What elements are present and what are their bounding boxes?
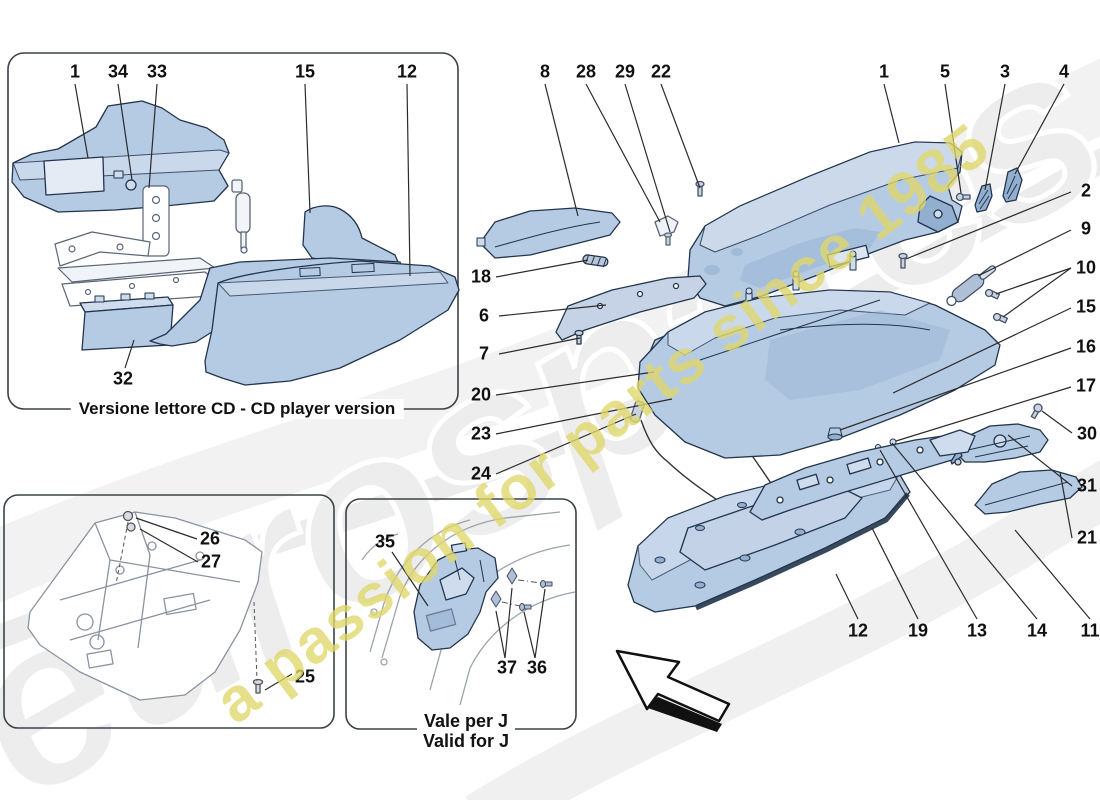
callout-main-20: 20 bbox=[470, 384, 492, 405]
handle-cover-21 bbox=[974, 469, 1083, 515]
screw-36a bbox=[540, 580, 553, 588]
screw-36b bbox=[519, 603, 532, 611]
spring-18 bbox=[582, 254, 609, 268]
gas-strut bbox=[231, 179, 251, 254]
callout-main-14: 14 bbox=[1026, 620, 1048, 641]
callout-main-23: 23 bbox=[470, 423, 492, 444]
direction-arrow bbox=[615, 649, 731, 732]
rubber-bumper-16 bbox=[827, 427, 843, 441]
callout-main-12: 12 bbox=[847, 620, 869, 641]
pocket-part-32 bbox=[79, 292, 174, 351]
mounting-brackets bbox=[54, 185, 221, 307]
pull-pin-24 bbox=[629, 400, 645, 423]
lower-left-parts bbox=[27, 510, 264, 701]
screw-2 bbox=[898, 252, 908, 269]
callout-main-3: 3 bbox=[999, 61, 1011, 82]
callout-cd-1: 1 bbox=[69, 61, 81, 82]
callout-main-13: 13 bbox=[966, 620, 988, 641]
cd-version-caption: Versione lettore CD - CD player version bbox=[70, 399, 404, 419]
sill-piece-8 bbox=[476, 207, 621, 259]
valid-for-j-caption: Vale per J Valid for J bbox=[416, 711, 516, 751]
glovebox-body bbox=[637, 289, 1001, 459]
clip-5 bbox=[955, 192, 971, 202]
callout-main-31: 31 bbox=[1076, 475, 1098, 496]
callout-main-28: 28 bbox=[575, 61, 597, 82]
callout-main-19: 19 bbox=[907, 620, 929, 641]
callout-main-9: 9 bbox=[1080, 218, 1092, 239]
callout-main-8: 8 bbox=[539, 61, 551, 82]
callout-j-35: 35 bbox=[374, 531, 396, 552]
bracket-part-35 bbox=[413, 542, 499, 651]
callout-cd-15: 15 bbox=[294, 61, 316, 82]
main-parts bbox=[476, 141, 1083, 732]
lid-part-12 bbox=[204, 260, 460, 386]
callout-j-36: 36 bbox=[526, 657, 548, 678]
callout-cd-12: 12 bbox=[396, 61, 418, 82]
washer-34 bbox=[125, 179, 137, 191]
callout-cd-32: 32 bbox=[112, 368, 134, 389]
callout-main-17: 17 bbox=[1075, 375, 1097, 396]
callout-main-10: 10 bbox=[1075, 257, 1097, 278]
callout-main-24: 24 bbox=[470, 463, 492, 484]
washer-26 bbox=[122, 510, 134, 522]
callout-main-15: 15 bbox=[1075, 296, 1097, 317]
callout-main-4: 4 bbox=[1058, 61, 1070, 82]
callout-main-18: 18 bbox=[470, 266, 492, 287]
screws-10 bbox=[984, 288, 1009, 324]
hinge-rail-19 bbox=[749, 429, 976, 521]
leader-lines bbox=[74, 83, 1091, 691]
lower-left-box bbox=[3, 494, 335, 729]
dash-opening bbox=[43, 156, 105, 196]
callout-main-7: 7 bbox=[478, 343, 490, 364]
callout-main-29: 29 bbox=[614, 61, 636, 82]
callout-j-37: 37 bbox=[496, 657, 518, 678]
callout-ll-25: 25 bbox=[294, 666, 316, 687]
callout-main-2: 2 bbox=[1080, 180, 1092, 201]
callout-cd-34: 34 bbox=[107, 61, 129, 82]
callout-ll-27: 27 bbox=[200, 551, 222, 572]
valid-for-j-caption-line2: Valid for J bbox=[422, 731, 510, 751]
callout-main-6: 6 bbox=[478, 305, 490, 326]
callout-main-11: 11 bbox=[1080, 620, 1100, 641]
callout-main-5: 5 bbox=[939, 61, 951, 82]
callout-cd-33: 33 bbox=[146, 61, 168, 82]
washer-27 bbox=[126, 522, 136, 532]
callout-main-21: 21 bbox=[1076, 527, 1098, 548]
clip-37b bbox=[490, 590, 502, 608]
callout-ll-26: 26 bbox=[199, 528, 221, 549]
valid-for-j-caption-line1: Vale per J bbox=[423, 711, 509, 731]
cd-version-parts bbox=[11, 100, 460, 386]
callout-main-16: 16 bbox=[1075, 336, 1097, 357]
callout-main-1: 1 bbox=[878, 61, 890, 82]
screw-30 bbox=[1030, 403, 1043, 420]
callout-main-22: 22 bbox=[650, 61, 672, 82]
glovebox-lid-1 bbox=[687, 141, 963, 308]
screw-25 bbox=[252, 678, 264, 694]
clip-37a bbox=[506, 567, 518, 585]
callout-main-30: 30 bbox=[1076, 423, 1098, 444]
